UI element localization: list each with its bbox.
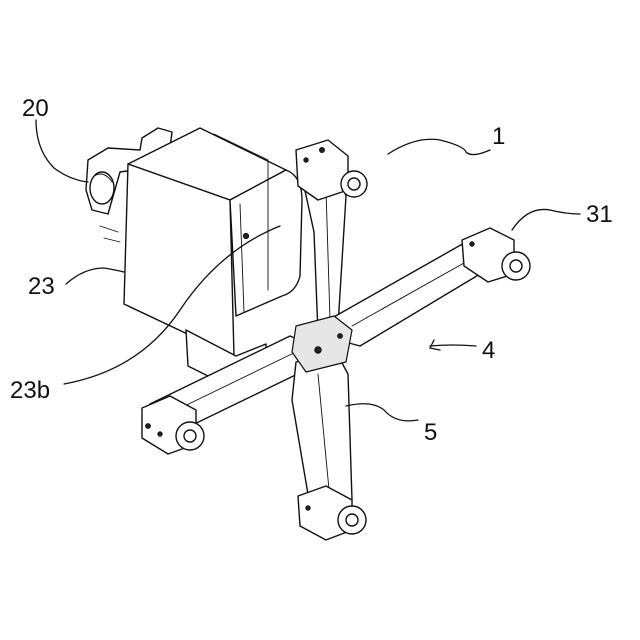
reference-numeral-20: 20 [22, 95, 49, 122]
reference-numeral-5: 5 [424, 419, 437, 446]
caster-bottom [298, 486, 366, 540]
reference-numeral-23: 23 [28, 273, 55, 300]
reference-numeral-1: 1 [492, 123, 505, 150]
caster-top [296, 140, 367, 200]
reference-numeral-31: 31 [586, 201, 613, 228]
reference-numeral-4: 4 [482, 337, 495, 364]
reference-numeral-23b: 23b [10, 377, 50, 404]
